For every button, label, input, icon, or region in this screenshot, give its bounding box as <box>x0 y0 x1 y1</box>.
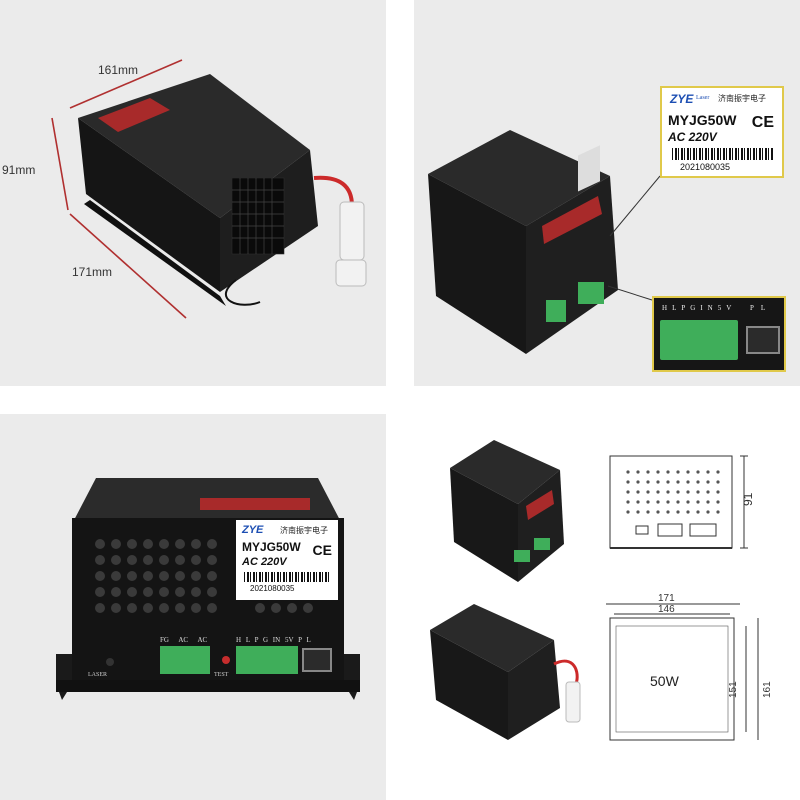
signal-terminal-block <box>236 646 298 674</box>
photo-dimensions: 161mm 91mm 171mm <box>0 0 386 386</box>
rj45-port-icon <box>746 326 780 354</box>
serial-text: 2021080035 <box>250 584 295 593</box>
serial-text: 2021080035 <box>680 162 731 172</box>
dim-side-height: 91 <box>741 492 755 506</box>
dim-width-inner: 146 <box>658 604 675 615</box>
ac-terminal-labels: FG AC AC <box>160 636 208 644</box>
company-name: 济南振宇电子 <box>718 94 766 103</box>
laser-label: LASER <box>88 672 108 678</box>
dim-height-inner: 151 <box>728 681 739 698</box>
brand-logo: ZYE <box>670 92 694 106</box>
dim-width-outer: 171 <box>658 593 675 604</box>
company-name: 济南振宇电子 <box>280 526 328 535</box>
ac-terminal-block <box>160 646 210 674</box>
photo-label-callout: ZYE Laser 济南振宇电子 MYJG50W AC 220V CE 2021… <box>414 0 800 386</box>
power-rating: 50W <box>650 673 680 689</box>
dim-height-outer: 161 <box>762 681 773 698</box>
voltage-text: AC 220V <box>242 556 287 568</box>
rj45-port-icon <box>302 648 332 672</box>
ce-mark: CE <box>312 542 332 558</box>
voltage-text: AC 220V <box>668 130 717 144</box>
brand-logo: ZYE <box>242 524 264 536</box>
terminal-signal-labels: HLPGIN5V <box>662 304 737 312</box>
model-text: MYJG50W <box>242 540 301 554</box>
ce-mark: CE <box>751 114 774 131</box>
terminal-output-labels: P L <box>750 304 766 312</box>
brand-sub: Laser <box>696 95 710 101</box>
barcode-icon <box>672 148 774 160</box>
label-callout: ZYE Laser 济南振宇电子 MYJG50W AC 220V CE 2021… <box>660 86 784 178</box>
dim-width: 161mm <box>98 63 138 77</box>
front-label: ZYE 济南振宇电子 MYJG50W CE AC 220V 2021080035 <box>236 520 338 600</box>
dim-height: 91mm <box>2 163 35 177</box>
test-label: TEST <box>214 672 229 678</box>
model-text: MYJG50W <box>668 112 737 128</box>
technical-drawings: 91 171 146 50W 151 161 <box>414 414 800 800</box>
photo-front-view: ZYE 济南振宇电子 MYJG50W CE AC 220V 2021080035… <box>0 414 386 800</box>
barcode-icon <box>244 572 330 582</box>
dim-depth: 171mm <box>72 265 112 279</box>
terminal-callout: HLPGIN5V P L <box>652 296 786 372</box>
signal-terminal-labels: H L P G IN 5V P L <box>236 636 311 644</box>
green-terminal-block <box>660 320 738 360</box>
